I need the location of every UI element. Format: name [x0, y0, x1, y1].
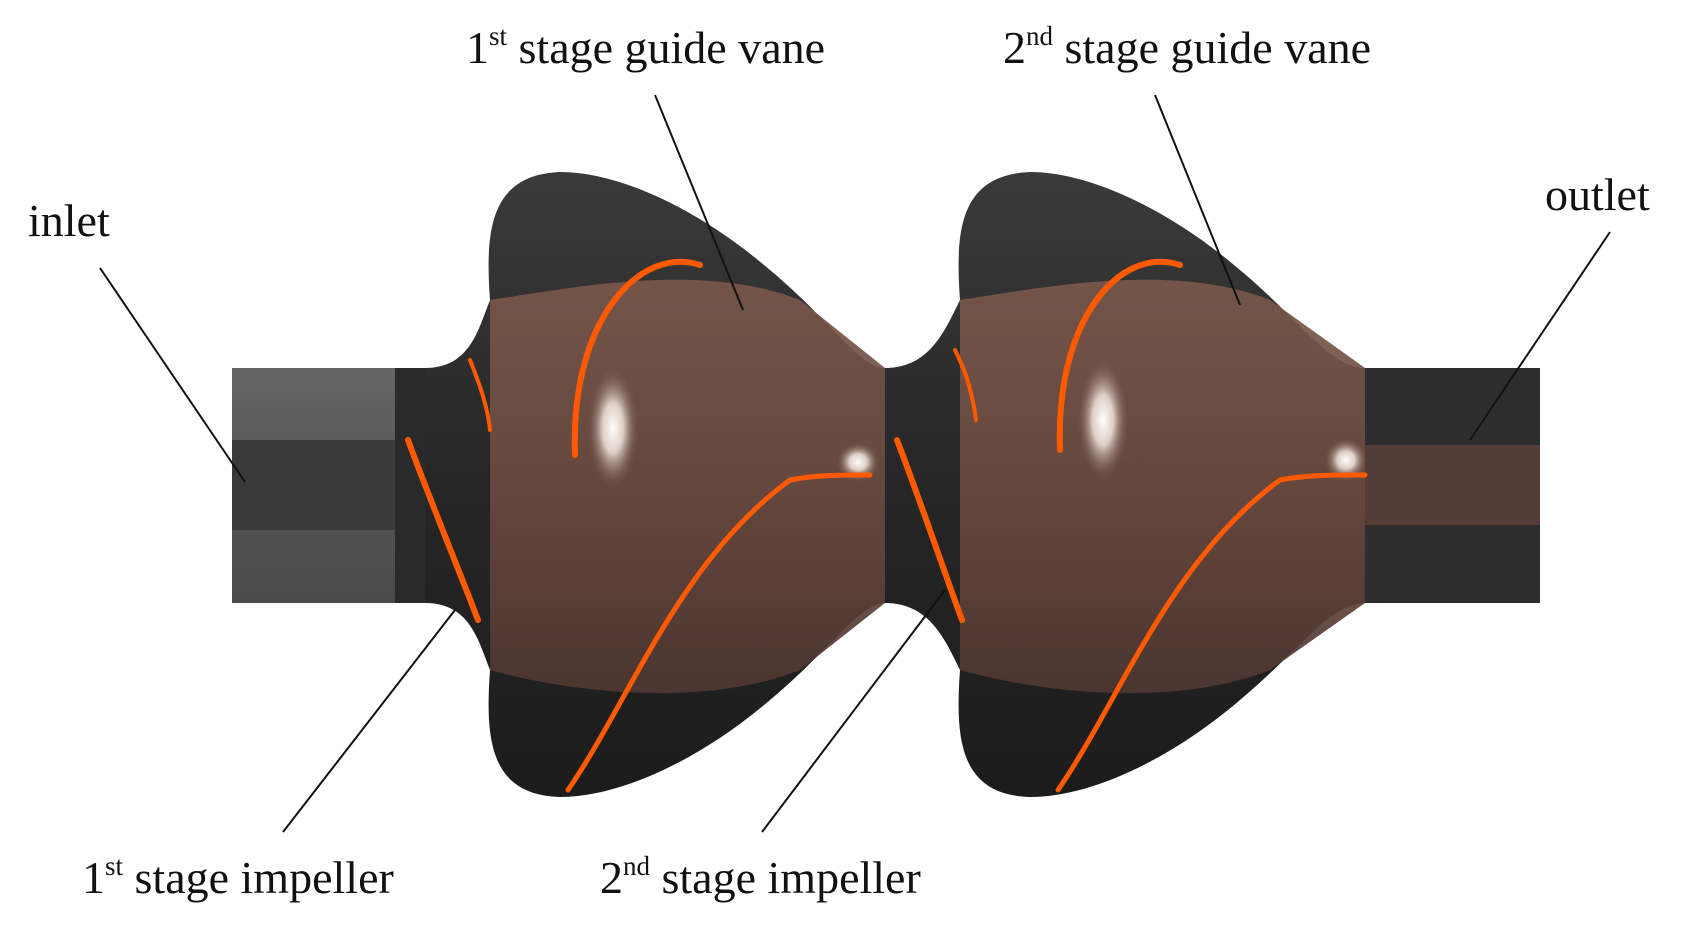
- label-inlet: inlet: [28, 195, 110, 246]
- label-impeller-2-text: stage impeller: [650, 852, 921, 903]
- leader-impeller-1: [282, 609, 456, 833]
- glare-1: [587, 366, 639, 490]
- label-impeller-1-sup: st: [105, 851, 124, 881]
- label-impeller-2-num: 2: [600, 852, 623, 903]
- label-guide-vane-2-num: 2: [1003, 22, 1026, 73]
- leader-outlet: [1469, 231, 1611, 441]
- impeller-1-blades: [405, 358, 492, 623]
- label-guide-vane-2-text: stage guide vane: [1053, 22, 1371, 73]
- label-impeller-2: 2nd stage impeller: [600, 851, 921, 903]
- leader-inlet: [99, 267, 246, 483]
- label-impeller-1-text: stage impeller: [123, 852, 394, 903]
- label-guide-vane-1-sup: st: [489, 21, 508, 51]
- stage-1-casing: [425, 172, 885, 797]
- label-guide-vane-1-num: 1: [466, 22, 489, 73]
- leader-impeller-2: [761, 589, 946, 833]
- inlet-pipe: [232, 368, 425, 603]
- leader-guide-vane-1: [654, 94, 744, 311]
- guide-vane-2-blades: [1055, 258, 1368, 793]
- glare-2: [836, 442, 880, 482]
- outlet-pipe: [1365, 368, 1540, 603]
- label-guide-vane-1: 1st stage guide vane: [466, 21, 825, 73]
- impeller-2-blades: [894, 348, 978, 623]
- label-impeller-1-num: 1: [82, 852, 105, 903]
- leader-guide-vane-2: [1154, 94, 1241, 306]
- stage-2-casing: [885, 172, 1368, 797]
- label-impeller-2-sup: nd: [623, 851, 651, 881]
- guide-vane-1-blades: [565, 258, 873, 793]
- label-guide-vane-1-text: stage guide vane: [507, 22, 825, 73]
- glare-3: [1077, 358, 1129, 482]
- label-guide-vane-2-sup: nd: [1026, 21, 1054, 51]
- label-guide-vane-2: 2nd stage guide vane: [1003, 21, 1371, 73]
- label-impeller-1: 1st stage impeller: [82, 851, 394, 903]
- label-outlet: outlet: [1545, 169, 1650, 220]
- glare-4: [1324, 438, 1368, 482]
